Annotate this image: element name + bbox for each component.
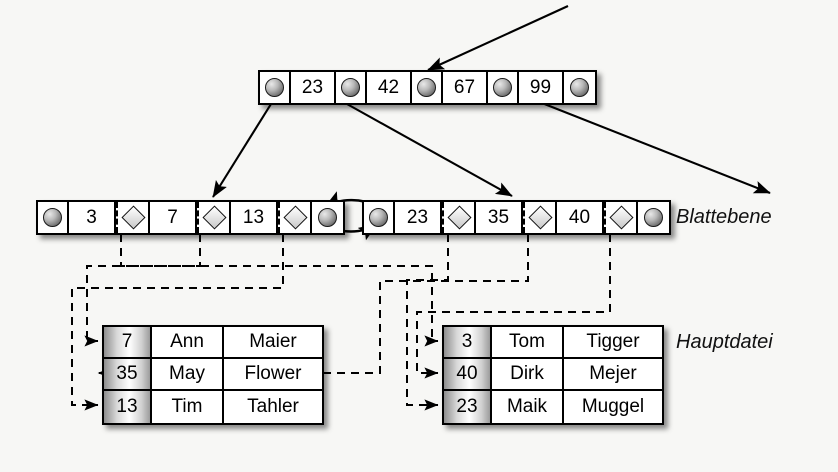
- root-pointer-2[interactable]: [412, 72, 443, 103]
- row-key: 3: [444, 327, 492, 357]
- leaf-right-key-23: 23: [395, 202, 442, 233]
- leaf-right-key-35: 35: [476, 202, 523, 233]
- root-pointer-1[interactable]: [336, 72, 367, 103]
- leaf-right-next-pointer[interactable]: [638, 202, 669, 233]
- diamond-pointer-icon: [527, 205, 553, 230]
- row-firstname: Ann: [152, 327, 224, 357]
- leaf-right-record-pointer-40[interactable]: [604, 202, 638, 233]
- arrow-into-root: [427, 5, 569, 71]
- circle-pointer-icon: [43, 208, 62, 227]
- table-row[interactable]: 13 Tim Tahler: [104, 391, 322, 423]
- row-lastname: Muggel: [581, 396, 645, 417]
- leaf-left-record-pointer-3[interactable]: [116, 202, 150, 233]
- circle-pointer-icon: [417, 78, 436, 97]
- row-lastname: Flower: [244, 363, 302, 384]
- root-key-99: 99: [519, 72, 564, 103]
- row-key: 13: [104, 391, 152, 423]
- row-firstname: Tim: [152, 391, 224, 423]
- diamond-pointer-icon: [201, 205, 227, 230]
- leaf-left-record-pointer-7[interactable]: [197, 202, 231, 233]
- leaf-left-prev-pointer[interactable]: [38, 202, 69, 233]
- table-row[interactable]: 7 Ann Maier: [104, 327, 322, 359]
- root-pointer-4[interactable]: [564, 72, 595, 103]
- root-key-42: 42: [367, 72, 412, 103]
- leaf-right-prev-pointer[interactable]: [364, 202, 395, 233]
- root-to-leaf-right: [346, 103, 513, 197]
- row-key: 40: [444, 359, 492, 389]
- leaf-left-next-pointer[interactable]: [312, 202, 343, 233]
- leaf-left-key-7: 7: [150, 202, 197, 233]
- row-firstname: May: [152, 359, 224, 389]
- row-key: 23: [444, 391, 492, 423]
- row-lastname: Maier: [249, 331, 297, 352]
- root-to-leaf-far-right: [513, 91, 771, 194]
- root-to-leaf-left: [212, 103, 272, 198]
- leaf-left-key-13: 13: [231, 202, 278, 233]
- diamond-pointer-icon: [282, 205, 308, 230]
- row-key: 35: [104, 359, 152, 389]
- row-lastname: Tigger: [586, 331, 640, 352]
- leaf-node-left[interactable]: 3 7 13: [36, 200, 345, 235]
- label-blattebene: Blattebene: [676, 206, 772, 228]
- diamond-pointer-icon: [608, 205, 634, 230]
- leaf-left-key-3: 3: [69, 202, 116, 233]
- root-key-67: 67: [443, 72, 488, 103]
- circle-pointer-icon: [318, 208, 337, 227]
- table-row[interactable]: 23 Maik Muggel: [444, 391, 662, 423]
- circle-pointer-icon: [369, 208, 388, 227]
- root-pointer-3[interactable]: [488, 72, 519, 103]
- leaf-right-record-pointer-23[interactable]: [442, 202, 476, 233]
- root-pointer-0[interactable]: [260, 72, 291, 103]
- row-key: 7: [104, 327, 152, 357]
- circle-pointer-icon: [644, 208, 663, 227]
- root-key-23: 23: [291, 72, 336, 103]
- table-row[interactable]: 3 Tom Tigger: [444, 327, 662, 359]
- leaf-right-record-pointer-35[interactable]: [523, 202, 557, 233]
- leaf-left-record-pointer-13[interactable]: [278, 202, 312, 233]
- leaf-right-key-40: 40: [557, 202, 604, 233]
- table-row[interactable]: 40 Dirk Mejer: [444, 359, 662, 391]
- main-file-table-right[interactable]: 3 Tom Tigger 40 Dirk Mejer 23 Maik Mugge…: [442, 325, 664, 425]
- row-lastname: Tahler: [247, 396, 299, 417]
- leaf-node-right[interactable]: 23 35 40: [362, 200, 671, 235]
- circle-pointer-icon: [341, 78, 360, 97]
- root-index-node[interactable]: 23 42 67 99: [258, 70, 597, 105]
- diamond-pointer-icon: [120, 205, 146, 230]
- circle-pointer-icon: [493, 78, 512, 97]
- diamond-pointer-icon: [446, 205, 472, 230]
- label-hauptdatei: Hauptdatei: [676, 331, 773, 353]
- row-firstname: Maik: [492, 391, 564, 423]
- circle-pointer-icon: [265, 78, 284, 97]
- circle-pointer-icon: [570, 78, 589, 97]
- main-file-table-left[interactable]: 7 Ann Maier 35 May Flower 13 Tim Tahler: [102, 325, 324, 425]
- row-lastname: Mejer: [589, 363, 637, 384]
- table-row[interactable]: 35 May Flower: [104, 359, 322, 391]
- row-firstname: Tom: [492, 327, 564, 357]
- row-firstname: Dirk: [492, 359, 564, 389]
